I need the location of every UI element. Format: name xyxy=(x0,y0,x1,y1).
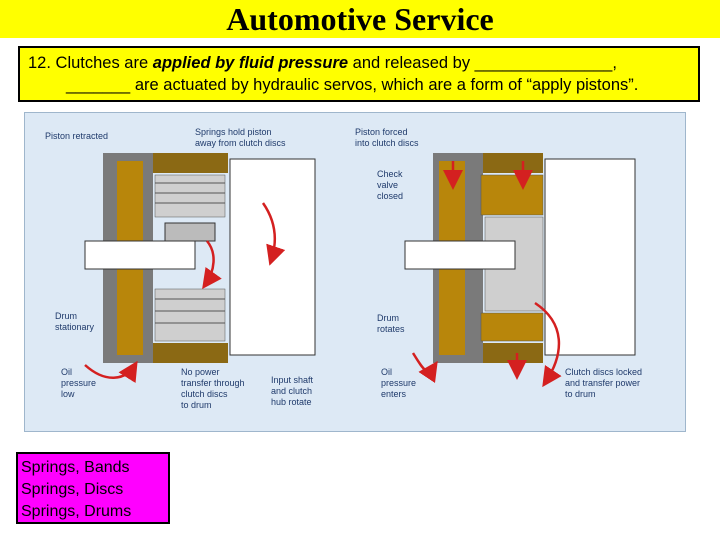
answer-option-1: Springs, Bands xyxy=(21,459,130,476)
answer-option-3: Springs, Drums xyxy=(21,503,132,520)
page-title: Automotive Service xyxy=(226,1,494,37)
label-piston-retracted: Piston retracted xyxy=(45,131,109,141)
drum-right xyxy=(544,158,636,356)
question-pre: Clutches are xyxy=(55,54,149,72)
answer-box: Springs, Bands Springs, Discs Springs, D… xyxy=(16,452,170,524)
answer-option-2: Springs, Discs xyxy=(21,481,124,498)
clutch-left xyxy=(84,153,316,384)
input-shaft-left xyxy=(84,240,196,270)
question-number: 12. xyxy=(28,54,51,72)
question-box: 12. Clutches are applied by fluid pressu… xyxy=(18,46,700,102)
question-blank-2: _______ xyxy=(66,76,131,94)
title-bar: Automotive Service xyxy=(0,0,720,38)
question-mid: and released by xyxy=(352,54,471,72)
question-emphasis: applied by fluid pressure xyxy=(152,54,349,72)
clutch-illustration xyxy=(84,153,636,388)
question-line-1: 12. Clutches are applied by fluid pressu… xyxy=(28,52,690,74)
question-line-2: _______ are actuated by hydraulic servos… xyxy=(28,74,690,96)
input-shaft-right xyxy=(404,240,516,270)
question-blank-1: _______________, xyxy=(474,54,617,72)
clutch-right xyxy=(404,153,636,388)
clutch-discs-left xyxy=(154,174,226,342)
question-rest: are actuated by hydraulic servos, which … xyxy=(134,76,639,94)
